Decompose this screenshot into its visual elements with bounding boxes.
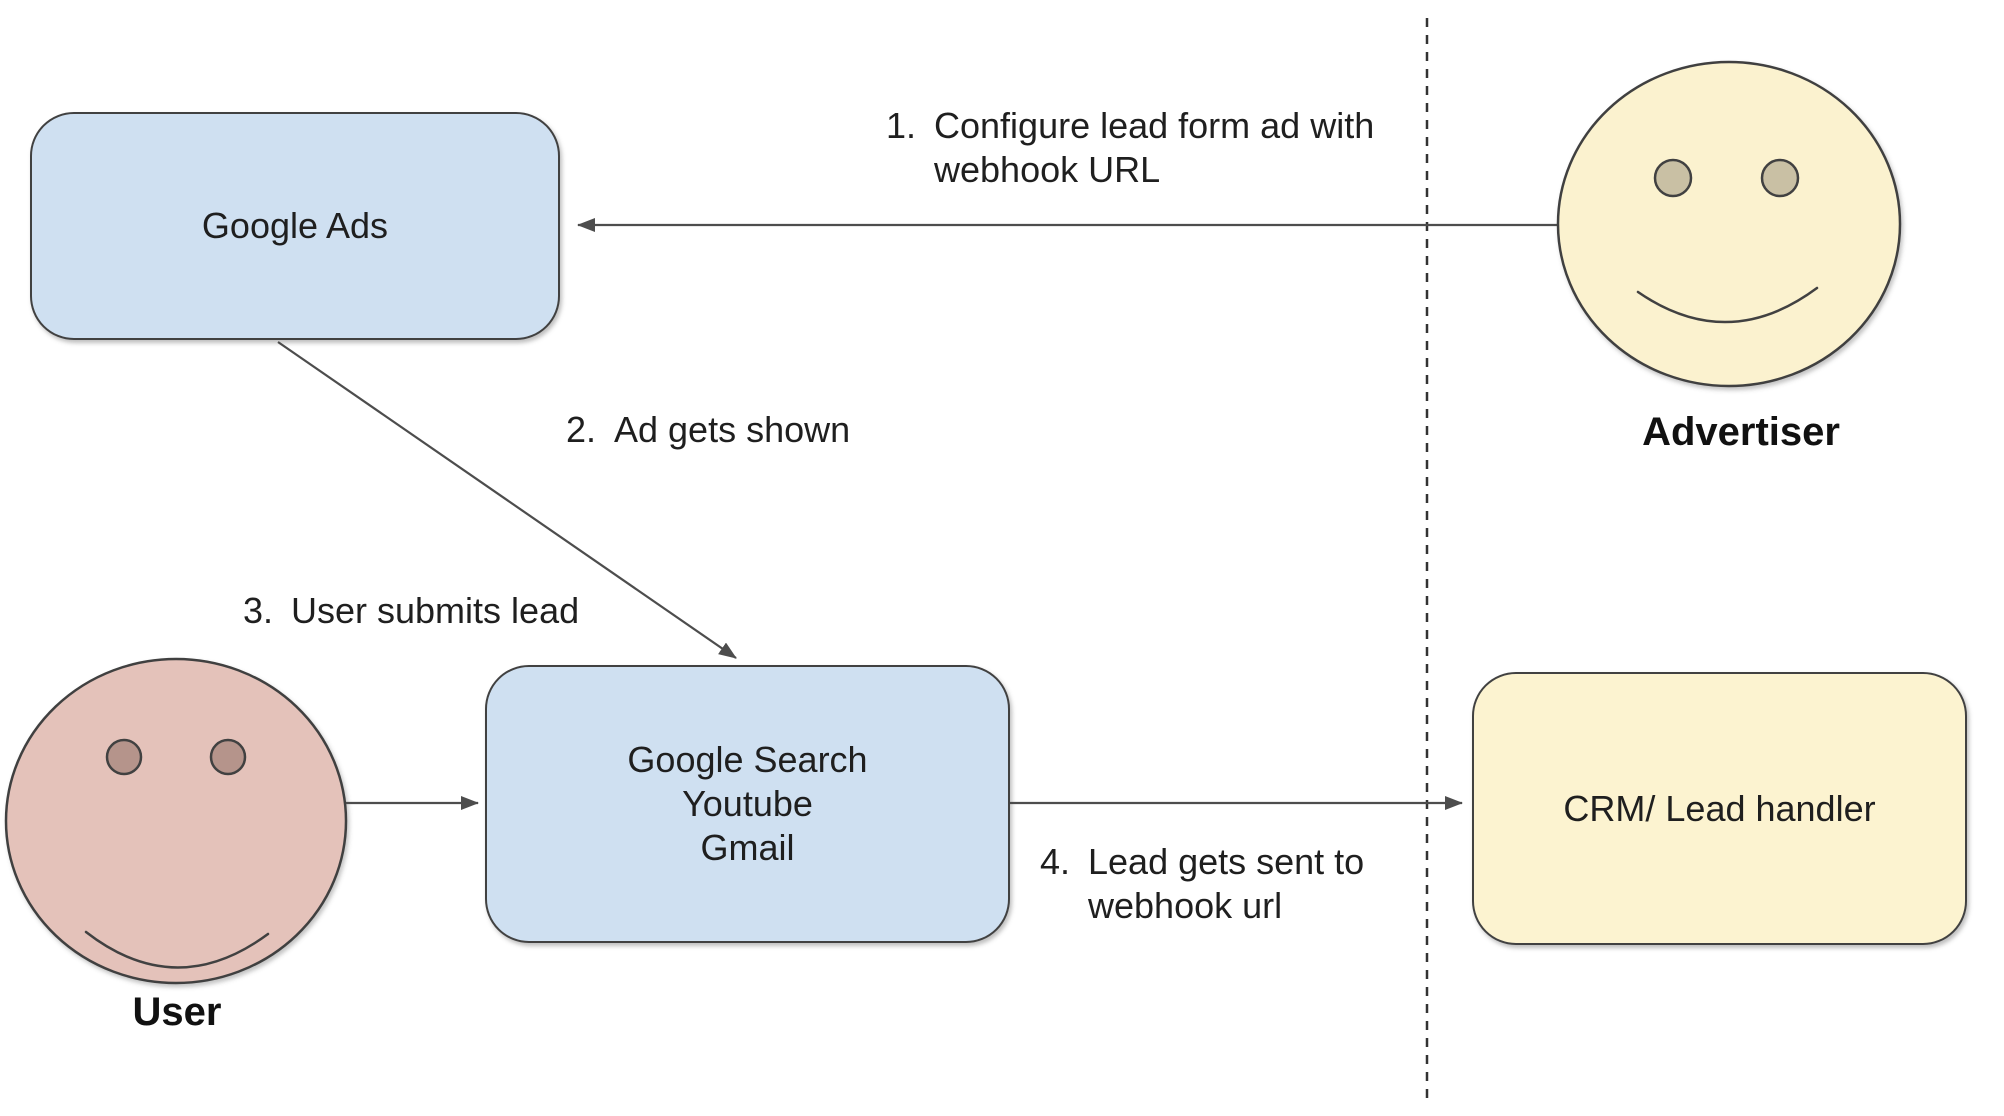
user-head bbox=[4, 657, 348, 985]
google-surfaces-line-2: Youtube bbox=[682, 783, 813, 824]
step-2-text: Ad gets shown bbox=[614, 409, 851, 450]
step-4-annotation: 4. Lead gets sent to webhook url bbox=[1040, 840, 1364, 928]
user-face bbox=[4, 657, 348, 985]
step-4-line-2: webhook url bbox=[1088, 885, 1283, 926]
google-ads-label: Google Ads bbox=[201, 205, 389, 246]
crm-node: CRM/ Lead handler bbox=[1472, 672, 1967, 945]
google-surfaces-label: Google Search Youtube Gmail bbox=[627, 738, 867, 870]
step-2-number: 2. bbox=[566, 409, 597, 450]
user-actor-label: User bbox=[132, 990, 222, 1034]
step-4-number: 4. bbox=[1040, 841, 1071, 882]
step-1-text: Configure lead form ad with webhook URL bbox=[934, 104, 1374, 192]
google-ads-node: Google Ads bbox=[30, 112, 560, 340]
advertiser-smile-icon bbox=[1636, 286, 1819, 324]
step-1-line-2: webhook URL bbox=[934, 149, 1161, 190]
step-1-number: 1. bbox=[886, 105, 917, 146]
step-1-annotation: 1. Configure lead form ad with webhook U… bbox=[886, 104, 1374, 192]
advertiser-actor-label: Advertiser bbox=[1642, 410, 1840, 454]
crm-label: CRM/ Lead handler bbox=[1563, 787, 1876, 829]
user-left-eye-icon bbox=[105, 738, 143, 776]
advertiser-face bbox=[1556, 60, 1902, 388]
step-3-text: User submits lead bbox=[291, 590, 580, 631]
step-4-text: Lead gets sent to webhook url bbox=[1088, 840, 1364, 928]
step-3-number: 3. bbox=[243, 590, 274, 631]
google-surfaces-node: Google Search Youtube Gmail bbox=[485, 665, 1010, 943]
advertiser-left-eye-icon bbox=[1653, 158, 1693, 198]
step-3-annotation: 3. User submits lead bbox=[243, 589, 579, 633]
step-4-line-1: Lead gets sent to bbox=[1088, 841, 1365, 882]
google-surfaces-line-3: Gmail bbox=[700, 827, 795, 868]
step-2-annotation: 2. Ad gets shown bbox=[566, 408, 850, 452]
step-1-line-1: Configure lead form ad with bbox=[934, 105, 1375, 146]
google-surfaces-line-1: Google Search bbox=[627, 739, 868, 780]
advertiser-right-eye-icon bbox=[1760, 158, 1800, 198]
user-smile-icon bbox=[84, 930, 270, 969]
user-right-eye-icon bbox=[209, 738, 247, 776]
arrow-2-ad-gets-shown bbox=[277, 341, 737, 659]
advertiser-head bbox=[1556, 60, 1902, 388]
